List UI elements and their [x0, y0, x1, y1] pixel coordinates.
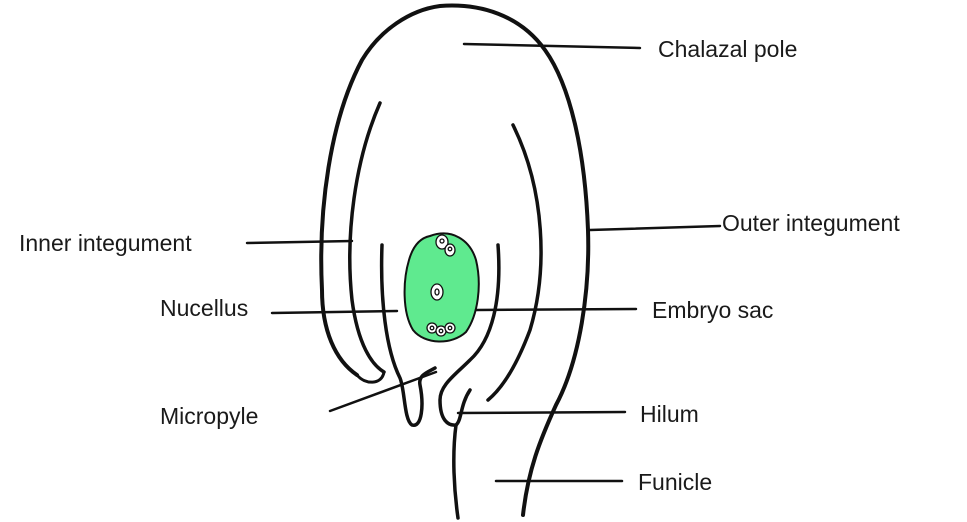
antipodal-cells [426, 322, 456, 337]
leader-inner-integument [245, 239, 354, 245]
outer-integument-left-tip [355, 370, 386, 384]
leader-embryo-sac [474, 307, 638, 312]
funicle-left [452, 423, 460, 520]
label-embryo-sac: Embryo sac [652, 297, 774, 323]
inner-integument-right [486, 123, 543, 402]
label-inner-integument: Inner integument [19, 230, 192, 256]
label-hilum: Hilum [640, 401, 699, 427]
egg-apparatus [435, 234, 456, 257]
secondary-nucleus [430, 283, 444, 301]
label-nucellus: Nucellus [160, 295, 249, 321]
label-micropyle: Micropyle [160, 403, 259, 429]
nucellus-right [438, 243, 501, 427]
leader-chalazal-pole [462, 42, 642, 50]
label-chalazal-pole: Chalazal pole [658, 36, 798, 62]
leader-outer-integument [588, 224, 722, 232]
label-outer-integument: Outer integument [722, 210, 900, 236]
leader-nucellus [270, 309, 399, 315]
leader-lines [245, 42, 722, 483]
leader-hilum [456, 410, 627, 415]
outer-integument-outline [319, 3, 591, 517]
leader-micropyle [328, 370, 438, 413]
nucellus-left [379, 243, 437, 427]
label-funicle: Funicle [638, 469, 713, 495]
inner-integument-left [348, 101, 386, 374]
